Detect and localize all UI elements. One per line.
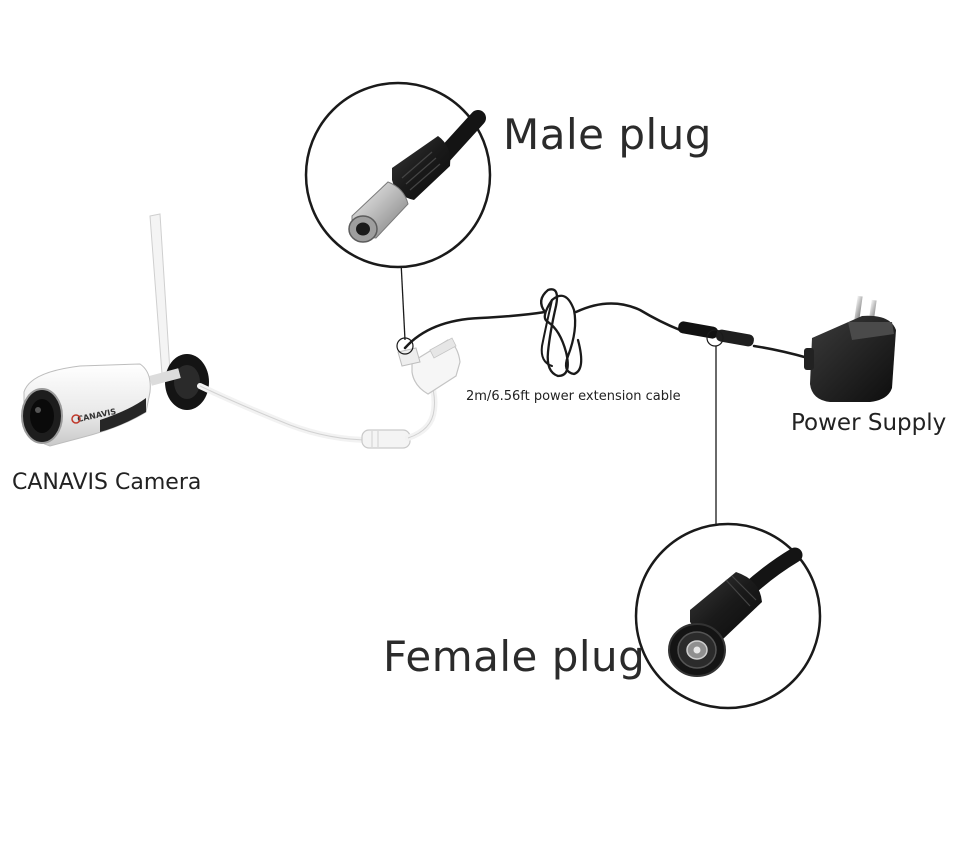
camera-pigtail-cable	[200, 338, 460, 448]
female-plug-detail	[636, 524, 820, 708]
camera-illustration: CANAVIS	[22, 214, 209, 446]
female-plug-label: Female plug	[383, 632, 645, 681]
power-supply-label: Power Supply	[791, 410, 946, 436]
power-supply-illustration	[804, 296, 896, 402]
camera-label: CANAVIS Camera	[12, 470, 201, 495]
extension-cable-label: 2m/6.56ft power extension cable	[466, 389, 681, 404]
camera-antenna	[150, 214, 170, 374]
male-plug-leader-line	[401, 262, 405, 340]
male-plug-label: Male plug	[503, 110, 712, 159]
male-plug-detail	[306, 83, 490, 267]
extension-cable	[405, 289, 808, 376]
